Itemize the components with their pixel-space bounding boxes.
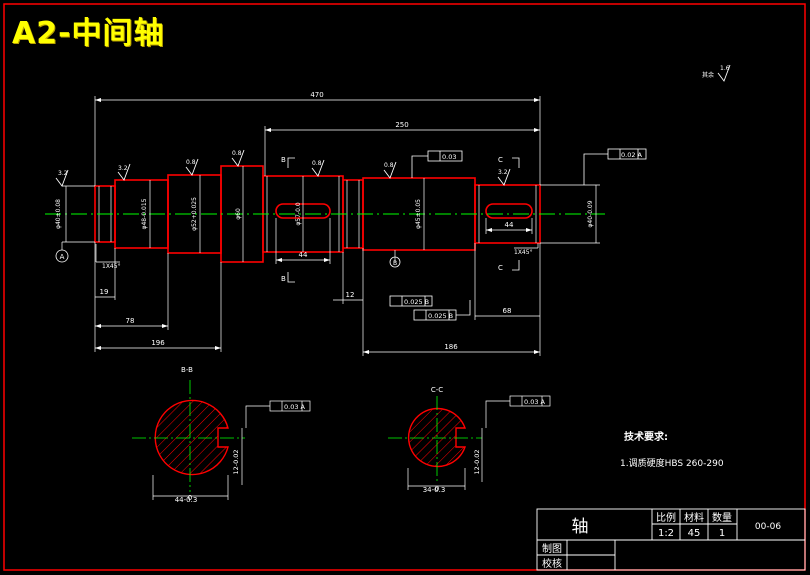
roughness-4: 0.8 — [232, 150, 242, 157]
roughness-3: 0.8 — [186, 159, 196, 166]
roughness-other-value: 1.6 — [720, 65, 730, 72]
section-cc-title: C-C — [431, 386, 443, 394]
section-label-c-top: C — [498, 156, 503, 164]
tol-cyl-right: 0.02 A — [621, 151, 643, 159]
datum-a-label: A — [60, 253, 65, 261]
section-label-b-bottom: B — [281, 275, 286, 283]
section-cc-width: 34-0.3 — [423, 486, 446, 494]
dia-d6: φ45±0.05 — [415, 199, 422, 229]
title-block-grid — [536, 508, 806, 571]
drawing-border — [3, 3, 806, 571]
tech-req-item: 1.调质硬度HBS 260-290 — [620, 457, 724, 469]
dia-d3: φ52+0.025 — [191, 197, 198, 231]
dia-d5: φ57-0.0 — [295, 202, 302, 225]
chamfer-right: 1X45° — [514, 249, 533, 256]
dim-left-196: 196 — [151, 339, 165, 347]
section-cc-tol: 0.03 A — [524, 398, 546, 406]
title-block-qty-header: 数量 — [712, 511, 732, 524]
dim-span-250: 250 — [395, 121, 408, 129]
dim-keyway-right: 44 — [505, 221, 514, 229]
dim-middle-12: 12 — [346, 291, 355, 299]
title-block-drawing-no: 00-06 — [755, 522, 781, 532]
section-label-b-top: B — [281, 156, 286, 164]
section-bb-title: B-B — [181, 366, 193, 374]
tolerance-frames — [389, 148, 647, 321]
title-block-material: 45 — [688, 528, 701, 539]
chamfer-left: 1X45° — [102, 263, 121, 270]
title-block-part-name: 轴 — [572, 517, 589, 537]
roughness-7: 3.2 — [498, 169, 508, 176]
dia-d7: φ40-0.09 — [587, 200, 594, 227]
datum-symbols — [55, 249, 401, 268]
section-markers — [287, 157, 520, 283]
title-block-drafted: 制图 — [542, 542, 562, 555]
section-bb-zero: 0 — [188, 494, 192, 502]
title-block-scale: 1:2 — [658, 528, 674, 539]
tol-parallel-2: 0.025 B — [428, 312, 453, 320]
roughness-1: 3.2 — [58, 170, 68, 177]
dia-d2: φ48-0.015 — [141, 198, 148, 229]
section-bb-width: 44-0.3 — [175, 496, 198, 504]
section-bb-depth: 12-0.02 — [232, 449, 240, 474]
title-block-material-header: 材料 — [684, 511, 704, 524]
dim-keyway-left: 44 — [299, 251, 308, 259]
tol-runout-top: 0.03 — [442, 153, 456, 161]
dimension-lines — [61, 96, 600, 356]
drawing-title: A2-中间轴 — [12, 16, 165, 51]
roughness-5: 0.8 — [312, 160, 322, 167]
section-label-c-bottom: C — [498, 264, 503, 272]
title-block-checked: 校核 — [542, 557, 562, 570]
dim-left-78: 78 — [126, 317, 135, 325]
roughness-symbols — [55, 64, 731, 187]
title-block-scale-header: 比例 — [656, 511, 676, 524]
dim-right-68: 68 — [503, 307, 512, 315]
roughness-other-label: 其余 — [702, 71, 714, 79]
section-cc-view — [388, 395, 551, 490]
roughness-6: 0.8 — [384, 162, 394, 169]
section-bb-tol: 0.03 A — [284, 403, 306, 411]
tol-parallel-1: 0.025 B — [404, 298, 429, 306]
title-block-qty: 1 — [719, 528, 725, 539]
dia-d1: φ40±0.08 — [55, 199, 62, 229]
roughness-2: 3.2 — [118, 165, 128, 172]
tech-req-heading: 技术要求: — [624, 430, 668, 443]
dim-right-186: 186 — [444, 343, 458, 351]
dia-d4: φ60 — [235, 208, 242, 220]
dim-overall-length: 470 — [310, 91, 323, 99]
dim-left-19: 19 — [100, 288, 109, 296]
datum-b-label: B — [393, 260, 397, 267]
section-cc-zero: 0 — [435, 485, 439, 493]
dimension-arrows — [95, 98, 540, 354]
section-bb-view — [132, 380, 311, 500]
section-cc-depth: 12-0.02 — [473, 449, 481, 474]
